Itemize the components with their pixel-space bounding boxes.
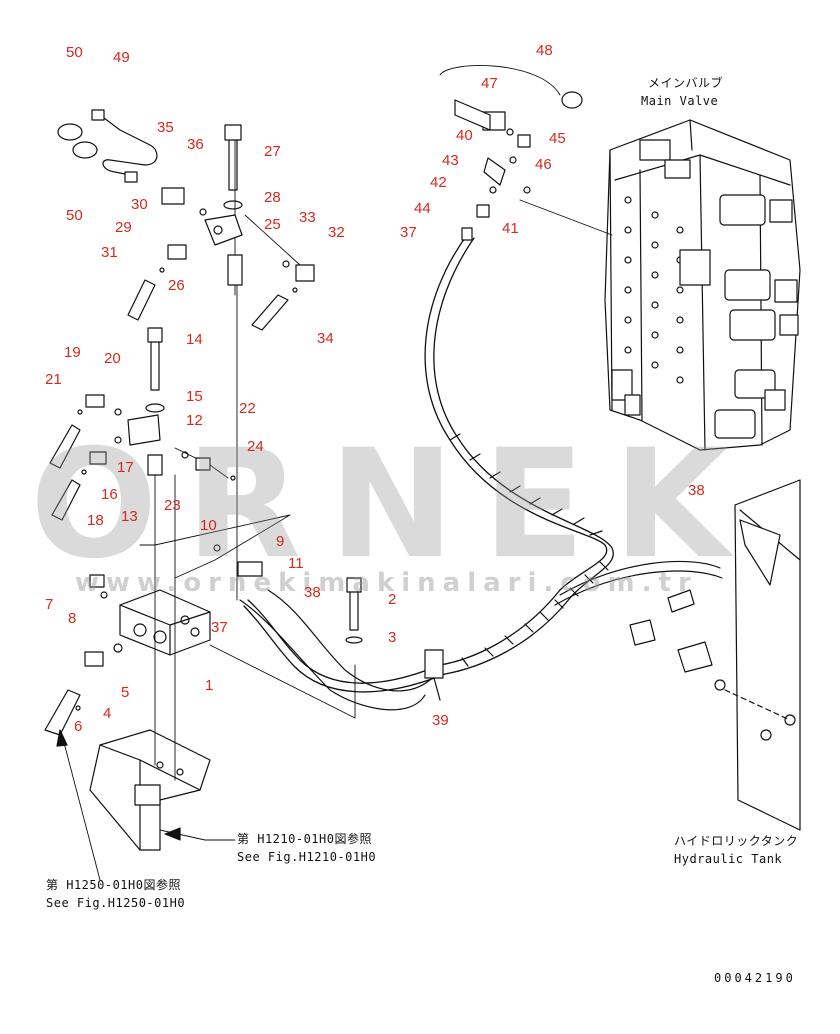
- part-label: 29: [115, 219, 132, 236]
- part-label: 41: [502, 220, 519, 237]
- part-label: 7: [45, 596, 54, 613]
- reference-note-2-jp: 第 H1250-01H0図参照: [46, 878, 181, 892]
- part-label: 12: [186, 412, 203, 429]
- part-label: 48: [536, 42, 553, 59]
- main-valve: [604, 119, 801, 451]
- bracket: [89, 729, 211, 851]
- part-label: 38: [304, 584, 321, 601]
- reference-note-1-jp: 第 H1210-01H0図参照: [237, 832, 372, 846]
- part-label: 24: [247, 438, 264, 455]
- part-label: 46: [535, 156, 552, 173]
- part-label: 30: [131, 196, 148, 213]
- part-label: 49: [113, 49, 130, 66]
- part-label: 8: [68, 610, 77, 627]
- part-label: 43: [442, 152, 459, 169]
- part-label: 39: [432, 712, 449, 729]
- part-label: 25: [264, 216, 281, 233]
- main-valve-label-en: Main Valve: [641, 94, 719, 108]
- part-label: 33: [299, 209, 316, 226]
- part-label: 35: [157, 119, 174, 136]
- part-label: 38: [688, 482, 705, 499]
- part-label: 28: [264, 189, 281, 206]
- reference-note-1-en: See Fig.H1210-01H0: [237, 850, 377, 864]
- part-label: 10: [200, 517, 217, 534]
- part-label: 20: [104, 350, 121, 367]
- main-valve-label-jp: メインバルブ: [648, 76, 724, 90]
- part-label: 16: [101, 486, 118, 503]
- part-label: 37: [211, 619, 228, 636]
- part-label: 32: [328, 224, 345, 241]
- part-label: 45: [549, 130, 566, 147]
- part-label: 2: [388, 591, 397, 608]
- part-label: 50: [66, 44, 83, 61]
- part-label: 36: [187, 136, 204, 153]
- leader-lines: [61, 65, 613, 881]
- part-label: 18: [87, 512, 104, 529]
- part-label: 1: [205, 677, 214, 694]
- part-label: 17: [117, 459, 134, 476]
- hydraulic-tank-label-jp: ハイドロリックタンク: [674, 834, 799, 848]
- watermark-url: www.ornekimakinalari.com.tr: [75, 568, 698, 598]
- part-label: 5: [121, 684, 130, 701]
- part-label: 3: [388, 629, 397, 646]
- part-label: 14: [186, 331, 203, 348]
- reference-note-2-en: See Fig.H1250-01H0: [46, 896, 186, 910]
- part-label: 31: [101, 244, 118, 261]
- part-label: 22: [239, 400, 256, 417]
- part-label: 26: [168, 277, 185, 294]
- hose-pair-left: [239, 589, 431, 711]
- part-label: 23: [164, 497, 181, 514]
- o-rings: [75, 208, 298, 711]
- part-label: 40: [456, 127, 473, 144]
- watermark-brand: ORNEK: [30, 418, 758, 592]
- hydraulic-tank-label-en: Hydraulic Tank: [674, 852, 783, 866]
- part-label: 34: [317, 330, 334, 347]
- drawing-number: 00042190: [714, 971, 796, 985]
- manifold-block: [119, 589, 211, 656]
- part-label: 27: [264, 143, 281, 160]
- part-label: 47: [481, 75, 498, 92]
- part-label: 44: [414, 200, 431, 217]
- part-label: 11: [288, 555, 304, 572]
- part-label: 4: [103, 705, 112, 722]
- part-label: 9: [276, 533, 285, 550]
- part-label: 21: [45, 371, 62, 388]
- part-label: 19: [64, 344, 81, 361]
- hydraulic-tank: [714, 479, 801, 831]
- hose-37-38: [243, 234, 723, 701]
- part-label: 15: [186, 388, 203, 405]
- reference-arrows: [56, 729, 181, 841]
- part-label: 50: [66, 207, 83, 224]
- part-label: 37: [400, 224, 417, 241]
- fittings: [44, 91, 713, 736]
- part-label: 42: [430, 174, 447, 191]
- part-label: 6: [74, 718, 83, 735]
- part-label: 13: [121, 508, 138, 525]
